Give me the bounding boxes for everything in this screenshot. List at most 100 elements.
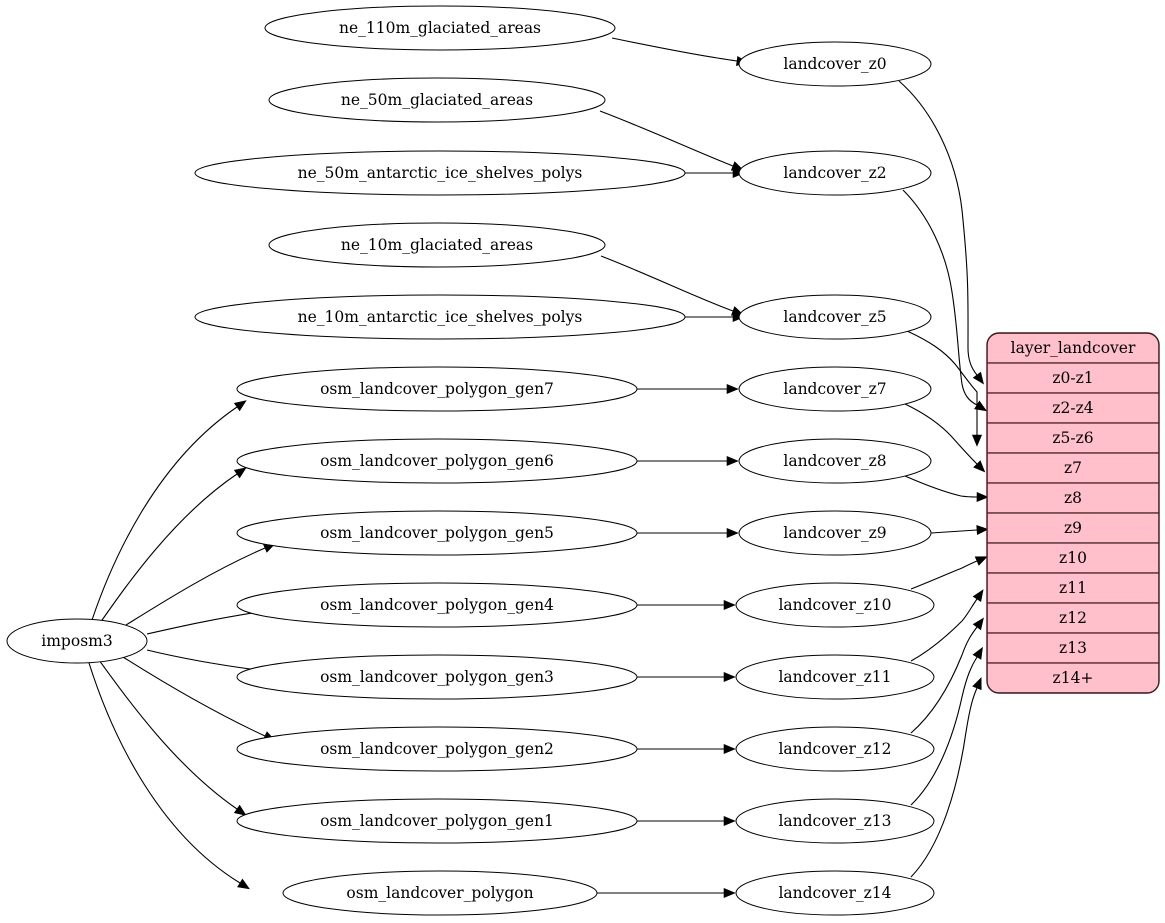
node-shape: [236, 654, 638, 700]
table-row-cell[interactable]: [987, 482, 1159, 514]
table-row-label: z12: [1059, 609, 1087, 627]
node-landcover_z13[interactable]: landcover_z13: [735, 798, 935, 844]
arrow-head-icon: [723, 815, 736, 827]
arrow-head-icon: [976, 491, 989, 503]
table-row-label: z2-z4: [1052, 399, 1093, 417]
edge-landcover_z5-to-row_z5-z6: [906, 330, 983, 447]
edge-osm_landcover_polygon_gen2-to-landcover_z12: [637, 743, 736, 755]
node-landcover_z11[interactable]: landcover_z11: [735, 654, 935, 700]
table-row-cell[interactable]: [987, 542, 1159, 574]
node-shape: [194, 294, 686, 340]
edge-osm_landcover_polygon_gen3-to-landcover_z11: [637, 671, 736, 683]
node-osm_landcover_polygon_gen5[interactable]: osm_landcover_polygon_gen5: [236, 510, 638, 556]
node-landcover_z0[interactable]: landcover_z0: [738, 41, 932, 87]
node-osm_landcover_polygon_gen6[interactable]: osm_landcover_polygon_gen6: [236, 438, 638, 484]
edge-line: [910, 656, 978, 806]
node-imposm3[interactable]: imposm3: [6, 618, 148, 664]
node-shape: [6, 618, 148, 664]
arrow-head-icon: [972, 589, 984, 603]
edge-osm_landcover_polygon_gen7-to-landcover_z7: [637, 383, 739, 395]
node-shape: [236, 798, 638, 844]
edge-line: [146, 649, 266, 672]
node-shape: [735, 654, 935, 700]
node-shape: [738, 41, 932, 87]
table-row-label: z0-z1: [1052, 369, 1093, 387]
table-row-label: z14+: [1053, 669, 1094, 687]
node-shape: [282, 870, 598, 916]
edge-landcover_z13-to-row_z13: [910, 646, 983, 806]
edge-line: [910, 687, 978, 878]
node-shape: [735, 582, 935, 628]
edge-line: [88, 662, 241, 884]
node-label: landcover_z12: [778, 740, 891, 758]
table-row-cell[interactable]: [987, 602, 1159, 634]
node-landcover_z12[interactable]: landcover_z12: [735, 726, 935, 772]
edge-landcover_z10-to-row_z10: [910, 556, 988, 590]
edge-line: [122, 656, 266, 737]
node-ne_50m_antarctic_ice_shelves_polys[interactable]: ne_50m_antarctic_ice_shelves_polys: [194, 150, 686, 196]
node-landcover_z9[interactable]: landcover_z9: [738, 510, 932, 556]
node-osm_landcover_polygon_gen1[interactable]: osm_landcover_polygon_gen1: [236, 798, 638, 844]
node-label: landcover_z5: [783, 308, 886, 326]
table-row-cell[interactable]: [987, 512, 1159, 544]
edges-layer: [88, 37, 989, 899]
node-osm_landcover_polygon_gen4[interactable]: osm_landcover_polygon_gen4: [236, 582, 638, 628]
node-ne_110m_glaciated_areas[interactable]: ne_110m_glaciated_areas: [264, 5, 616, 51]
edge-osm_landcover_polygon-to-landcover_z14: [597, 887, 736, 899]
node-ne_50m_glaciated_areas[interactable]: ne_50m_glaciated_areas: [268, 77, 606, 123]
node-landcover_z5[interactable]: landcover_z5: [738, 294, 932, 340]
node-osm_landcover_polygon_gen7[interactable]: osm_landcover_polygon_gen7: [236, 366, 638, 412]
node-ne_10m_antarctic_ice_shelves_polys[interactable]: ne_10m_antarctic_ice_shelves_polys: [194, 294, 686, 340]
edge-imposm3-to-osm_landcover_polygon_gen6: [99, 467, 247, 624]
node-label: osm_landcover_polygon_gen7: [320, 380, 554, 398]
node-label: osm_landcover_polygon_gen2: [320, 740, 554, 758]
node-shape: [236, 438, 638, 484]
arrow-head-icon: [233, 467, 247, 479]
edge-line: [930, 529, 978, 534]
node-label: landcover_z13: [778, 812, 891, 830]
edge-landcover_z9-to-row_z9: [930, 524, 989, 536]
node-landcover_z14[interactable]: landcover_z14: [735, 870, 935, 916]
node-landcover_z10[interactable]: landcover_z10: [735, 582, 935, 628]
node-label: osm_landcover_polygon_gen3: [320, 668, 554, 686]
arrow-head-icon: [726, 527, 739, 539]
node-osm_landcover_polygon_gen2[interactable]: osm_landcover_polygon_gen2: [236, 726, 638, 772]
table-row-label: z13: [1059, 639, 1087, 657]
table-row-label: z10: [1059, 549, 1087, 567]
edge-landcover_z11-to-row_z11: [910, 589, 984, 662]
node-osm_landcover_polygon_gen3[interactable]: osm_landcover_polygon_gen3: [236, 654, 638, 700]
table-row-cell[interactable]: [987, 662, 1159, 693]
table-row-label: z7: [1064, 459, 1082, 477]
arrow-head-icon: [726, 383, 739, 395]
edge-landcover_z7-to-row_z7: [904, 403, 986, 473]
node-label: osm_landcover_polygon_gen5: [320, 524, 554, 542]
arrow-head-icon: [237, 878, 250, 890]
node-landcover_z2[interactable]: landcover_z2: [738, 150, 932, 196]
arrow-head-icon: [723, 671, 736, 683]
node-ne_10m_glaciated_areas[interactable]: ne_10m_glaciated_areas: [268, 222, 606, 268]
node-label: osm_landcover_polygon_gen4: [320, 596, 554, 614]
edge-line: [910, 598, 978, 662]
node-label: landcover_z14: [778, 884, 891, 902]
node-shape: [268, 77, 606, 123]
edge-line: [125, 547, 266, 626]
node-label: landcover_z7: [783, 380, 886, 398]
edge-imposm3-to-osm_landcover_polygon_gen7: [91, 400, 247, 621]
node-landcover_z8[interactable]: landcover_z8: [738, 438, 932, 484]
edge-line: [99, 473, 238, 624]
table-row-cell[interactable]: [987, 422, 1159, 454]
edge-line: [904, 403, 978, 465]
edge-line: [906, 330, 978, 435]
node-shape: [264, 5, 616, 51]
node-shape: [236, 726, 638, 772]
node-landcover_z7[interactable]: landcover_z7: [738, 366, 932, 412]
record-table-layer_landcover[interactable]: layer_landcoverz0-z1z2-z4z5-z6z7z8z9z10z…: [986, 332, 1160, 694]
edge-line: [910, 560, 978, 590]
arrow-head-icon: [974, 556, 988, 566]
node-label: osm_landcover_polygon_gen6: [320, 452, 554, 470]
arrow-head-icon: [971, 434, 983, 447]
edge-osm_landcover_polygon_gen1-to-landcover_z13: [637, 815, 736, 827]
edge-ne_110m_glaciated_areas-to-landcover_z0: [611, 37, 749, 66]
node-osm_landcover_polygon[interactable]: osm_landcover_polygon: [282, 870, 598, 916]
